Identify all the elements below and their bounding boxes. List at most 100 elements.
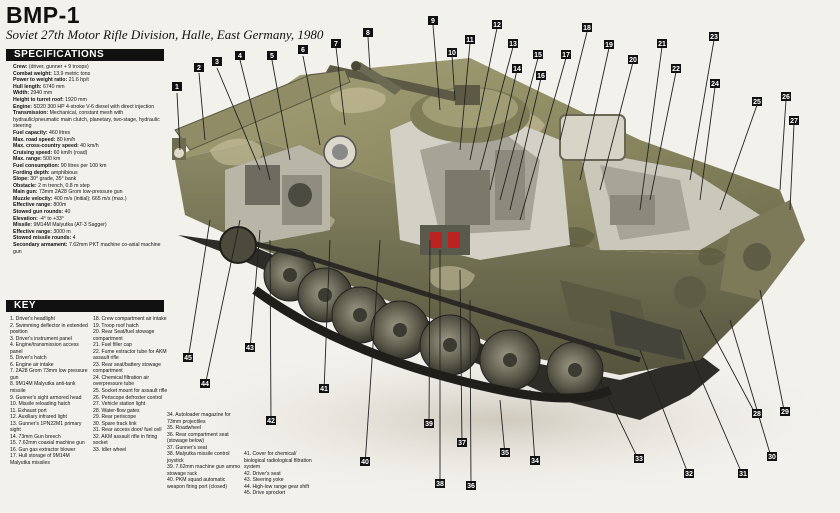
callout-40: 40 — [360, 457, 370, 466]
key-item: 2. Swimming deflector in extended positi… — [10, 322, 88, 336]
callout-27: 27 — [789, 116, 799, 125]
key-item: 20. Rear Seat/fuel stowage compartment — [93, 329, 155, 342]
key-item: 36. Rear compartment seat (stowage below… — [167, 431, 229, 445]
key-item: 4. Engine/transmission access panel — [10, 342, 79, 355]
callout-label: 45 — [184, 355, 192, 362]
callout-label: 16 — [537, 73, 545, 80]
spec-label: Fording depth: — [13, 169, 50, 176]
spec-value: (driver, gunner + 9 troops) — [27, 64, 89, 70]
callout-label: 34 — [531, 458, 539, 465]
callout-37: 37 — [457, 438, 467, 447]
spec-row: Fording depth: amphibious — [13, 170, 163, 177]
key-item: 22. Fume extractor tube for AKM assault … — [93, 348, 167, 362]
callout-label: 21 — [658, 41, 666, 48]
key-item: 42. Driver's seat — [244, 470, 281, 477]
key-heading: KEY — [6, 300, 164, 312]
spec-value: 500 km — [41, 156, 61, 163]
callout-26: 26 — [781, 92, 791, 101]
callout-11: 11 — [465, 35, 475, 44]
spec-row: Secondary armament: 7.62mm PKT machine c… — [13, 242, 163, 255]
callout-25: 25 — [752, 97, 762, 106]
spec-label: Elevation: — [13, 215, 38, 222]
spec-row: Transmission: Mechanical, constant mesh … — [13, 110, 163, 130]
key-column-3: 34. Autoloader magazine for 73mm project… — [167, 412, 242, 491]
callout-28: 28 — [752, 409, 762, 418]
callout-label: 18 — [583, 25, 591, 32]
callout-19: 19 — [604, 40, 614, 49]
callout-label: 43 — [246, 345, 254, 352]
spec-value: 800m — [51, 202, 67, 209]
spec-row: Height to turret roof: 1920 mm — [13, 97, 163, 104]
callout-label: 24 — [711, 81, 719, 88]
callout-12: 12 — [492, 20, 502, 29]
spec-label: Stowed gun rounds: — [13, 209, 64, 216]
callout-label: 32 — [685, 471, 693, 478]
callout-14: 14 — [512, 64, 522, 73]
callout-23: 23 — [709, 32, 719, 41]
callout-38: 38 — [435, 479, 445, 488]
spec-row: Crew: (driver, gunner + 9 troops) — [13, 64, 163, 71]
callout-30: 30 — [767, 452, 777, 461]
key-column-4: 41. Cover for chemical/ biological radio… — [244, 451, 314, 497]
spec-label: Height to turret roof: — [13, 96, 64, 103]
callout-label: 33 — [635, 456, 643, 463]
spec-value: 90 litres per 100 km — [59, 162, 107, 169]
key-item: 41. Cover for chemical/ biological radio… — [244, 451, 312, 471]
key-item: 10. Missile reloading hatch — [10, 401, 71, 408]
callout-label: 36 — [467, 483, 475, 490]
spec-value: 80 km/h — [55, 136, 76, 143]
callout-label: 2 — [197, 65, 201, 72]
callout-label: 29 — [781, 409, 789, 416]
callout-9: 9 — [428, 16, 438, 25]
key-item: 8. 9M14M Malyutka anti-tank missile — [10, 381, 76, 395]
spec-value: 2 m trench, 0.8 m step — [36, 182, 90, 189]
callout-20: 20 — [628, 55, 638, 64]
spec-value: 460 litres — [47, 129, 71, 136]
key-item: 35. Roadwheel — [167, 425, 201, 432]
callout-13: 13 — [508, 39, 518, 48]
spec-label: Secondary armament: — [13, 242, 68, 249]
callout-16: 16 — [536, 71, 546, 80]
specifications-list: Crew: (driver, gunner + 9 troops)Combat … — [13, 64, 163, 255]
callout-label: 25 — [753, 99, 761, 106]
spec-value: 60 km/h (road) — [52, 149, 88, 156]
spec-label: Effective range: — [13, 202, 52, 209]
callout-36: 36 — [466, 481, 476, 490]
callout-label: 8 — [366, 30, 370, 37]
callout-label: 27 — [790, 118, 798, 125]
spec-row: Main gun: 73mm 2A28 Grom low-pressure gu… — [13, 189, 163, 196]
key-item: 1. Driver's headlight — [10, 316, 55, 322]
key-item: 15. 7.62mm coaxial machine gun — [10, 440, 85, 447]
callout-label: 44 — [201, 381, 209, 388]
spec-row: Missile: 9M14M Malyutka (AT-3 Sagger) — [13, 222, 163, 229]
callout-6: 6 — [298, 45, 308, 54]
spec-row: Elevation: -4° to +33° — [13, 216, 163, 223]
key-item: 32. AKM assault rifle in firing socket — [93, 433, 158, 447]
key-item: 30. Spare track link — [93, 420, 137, 427]
callout-45: 45 — [183, 353, 193, 362]
key-item: 16. Gun gas extractor blower — [10, 446, 76, 453]
callout-label: 4 — [238, 53, 242, 60]
key-item: 26. Periscope defroster control — [93, 394, 163, 401]
key-item: 7. 2A28 Grom 73mm low pressure gun — [10, 368, 88, 381]
callout-32: 32 — [684, 469, 694, 478]
specifications-heading: SPECIFICATIONS — [6, 49, 164, 61]
spec-row: Fuel capacity: 460 litres — [13, 130, 163, 137]
spec-label: Power to weight ratio: — [13, 77, 68, 84]
spec-label: Width: — [13, 90, 30, 97]
key-item: 44. High-low range gear shift — [244, 483, 310, 490]
callout-label: 37 — [458, 440, 466, 447]
spec-label: Hull length: — [13, 83, 42, 90]
spec-label: Fuel capacity: — [13, 129, 48, 136]
key-item: 18. Crew compartment air intake — [93, 316, 167, 322]
callout-label: 10 — [448, 50, 456, 57]
spec-label: Slope: — [13, 176, 29, 183]
callout-29: 29 — [780, 407, 790, 416]
callout-44: 44 — [200, 379, 210, 388]
spec-row: Max. road speed: 80 km/h — [13, 137, 163, 144]
callout-label: 26 — [782, 94, 790, 101]
callout-label: 41 — [320, 386, 328, 393]
callout-5: 5 — [267, 51, 277, 60]
page-subtitle: Soviet 27th Motor Rifle Division, Halle,… — [6, 27, 324, 42]
